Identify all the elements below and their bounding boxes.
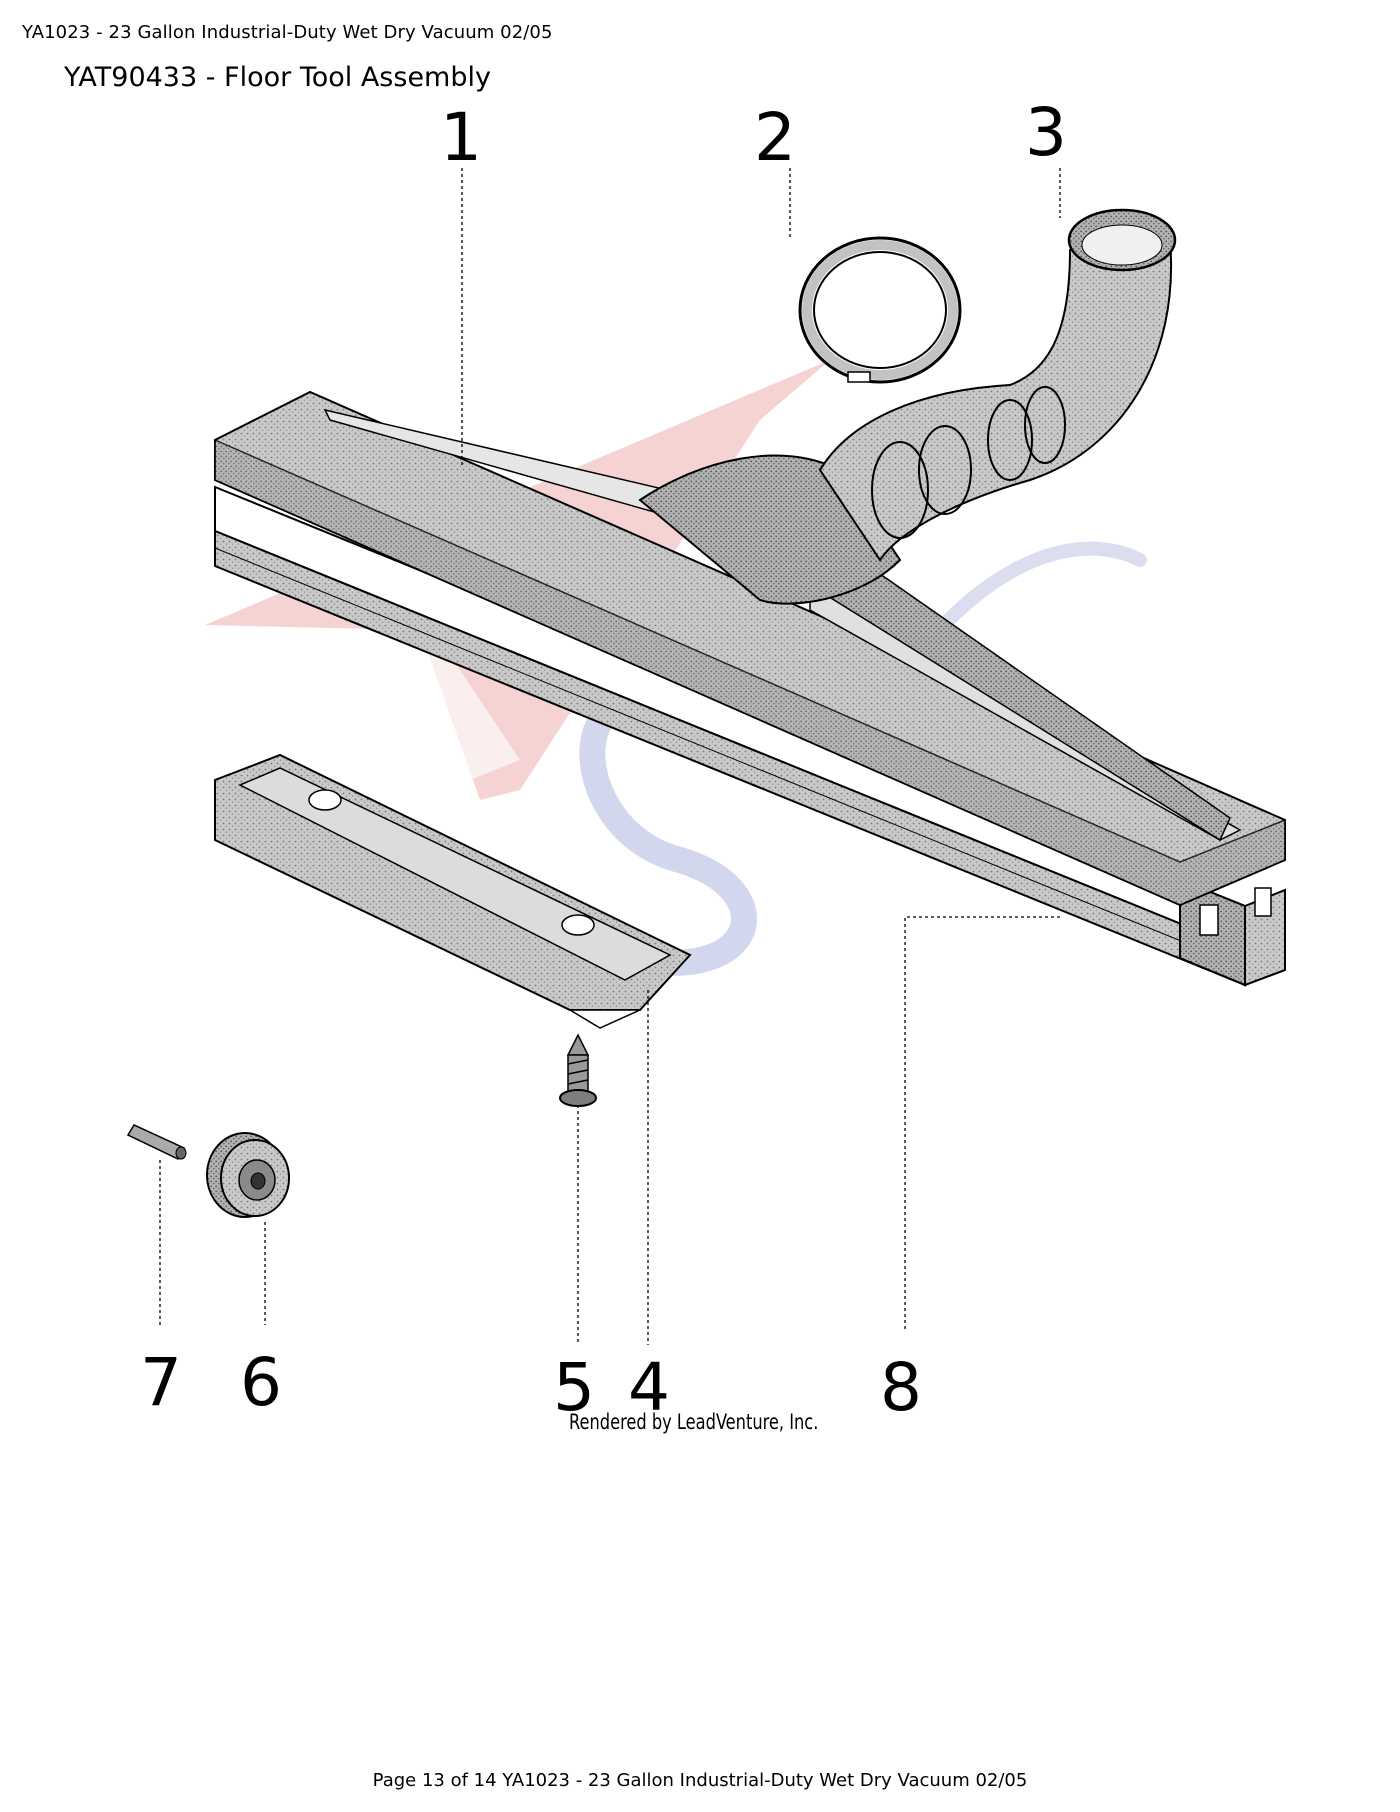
- page-footer: Page 13 of 14 YA1023 - 23 Gallon Industr…: [372, 1770, 1028, 1791]
- diagram-title: YAT90433 - Floor Tool Assembly: [64, 62, 491, 93]
- axle-pin-part: [126, 1124, 187, 1160]
- callout-5: 5: [553, 1349, 595, 1426]
- leader-line-8: [904, 916, 1060, 1330]
- callout-2: 2: [754, 99, 796, 176]
- callout-4: 4: [628, 1349, 670, 1426]
- screw-part: [559, 1033, 597, 1107]
- callout-6: 6: [240, 1344, 282, 1421]
- document-header: YA1023 - 23 Gallon Industrial-Duty Wet D…: [22, 22, 553, 43]
- wheel-part: [206, 1132, 290, 1218]
- hose-clamp-ring-part: [798, 236, 962, 384]
- wheel-bracket-part: [214, 753, 692, 1029]
- callout-3: 3: [1025, 94, 1067, 171]
- render-credit: Rendered by LeadVenture, Inc.: [569, 1410, 819, 1434]
- callout-7: 7: [140, 1344, 182, 1421]
- callout-numbers: 1 2 3 4 5 6 7 8: [140, 94, 1067, 1426]
- squeegee-strip-part: [214, 485, 1286, 987]
- callout-8: 8: [880, 1349, 922, 1426]
- elbow-tube-part: [818, 208, 1177, 562]
- leader-lines: [159, 168, 1061, 1345]
- callout-1: 1: [440, 99, 482, 176]
- floor-tool-body-part: [214, 390, 1286, 907]
